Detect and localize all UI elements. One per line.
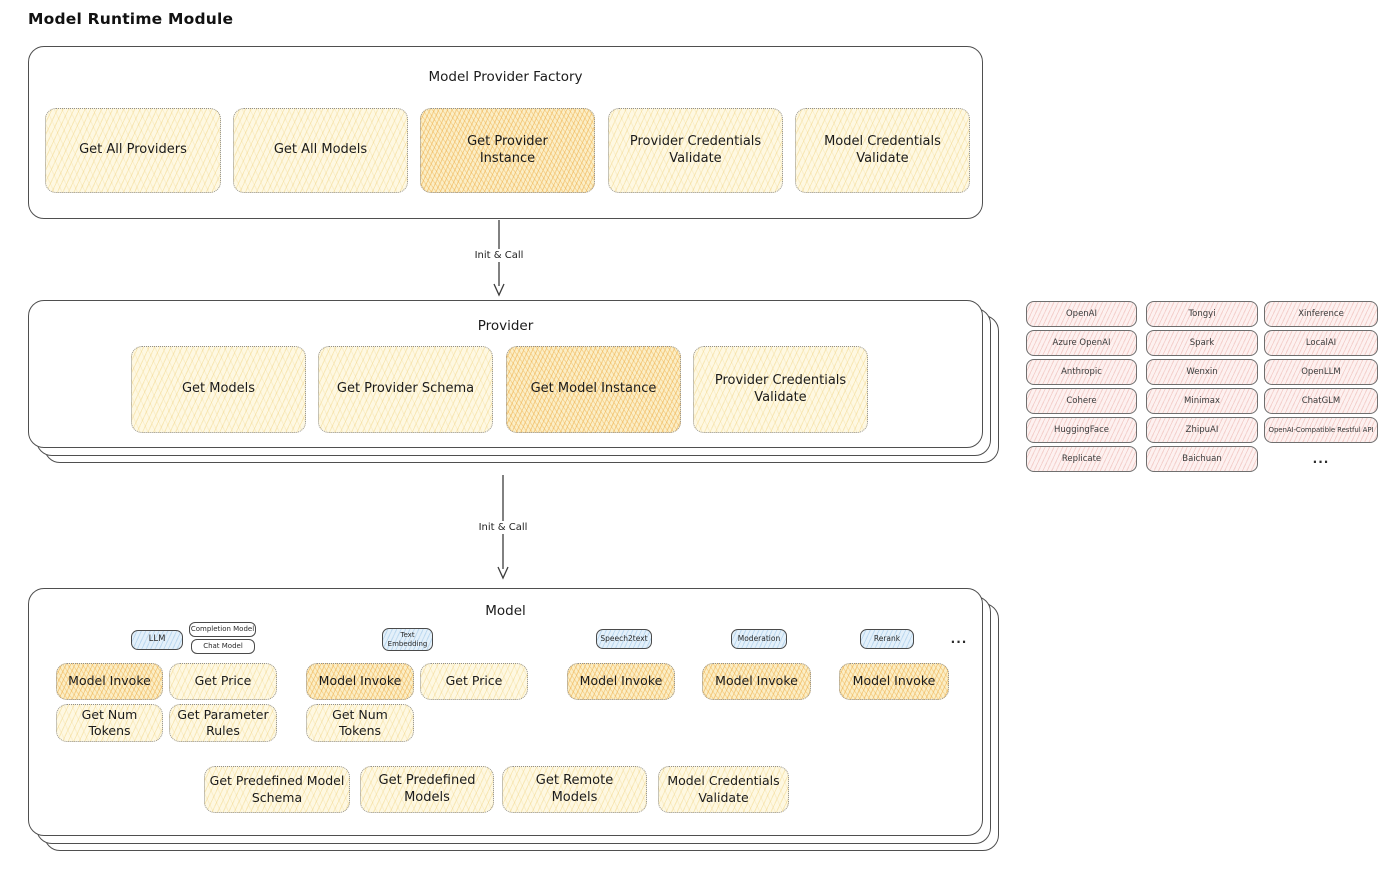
provider-pill-huggingface: HuggingFace xyxy=(1026,417,1137,443)
provider-pill-anthropic: Anthropic xyxy=(1026,359,1137,385)
llm-fn-get-num-tokens: Get Num Tokens xyxy=(56,704,163,742)
provider-pill-baichuan: Baichuan xyxy=(1146,446,1258,472)
provider-pill-minimax: Minimax xyxy=(1146,388,1258,414)
provider-pill-localai: LocalAI xyxy=(1264,330,1378,356)
factory-card-title: Model Provider Factory xyxy=(428,69,583,85)
tag-chat-model: Chat Model xyxy=(191,639,255,654)
llm-fn-get-price: Get Price xyxy=(169,663,277,700)
moderation-fn-model-invoke: Model Invoke xyxy=(702,663,811,700)
factory-fn-provider-credentials-validate: Provider Credentials Validate xyxy=(608,108,783,193)
factory-fn-get-provider-instance: Get Provider Instance xyxy=(420,108,595,193)
factory-card: Model Provider Factory Get All Providers… xyxy=(28,46,983,219)
provider-pill-openllm: OpenLLM xyxy=(1264,359,1378,385)
provider-pill-azure-openai: Azure OpenAI xyxy=(1026,330,1137,356)
provider-grid-ellipsis: ... xyxy=(1312,452,1330,466)
provider-fn-get-models: Get Models xyxy=(131,346,306,433)
provider-card: Provider Get Models Get Provider Schema … xyxy=(28,300,983,448)
provider-pill-xinference: Xinference xyxy=(1264,301,1378,327)
tag-rerank: Rerank xyxy=(860,629,914,649)
model-fn-get-remote-models: Get Remote Models xyxy=(502,766,647,813)
llm-fn-model-invoke: Model Invoke xyxy=(56,663,163,700)
model-fn-model-credentials-validate: Model Credentials Validate xyxy=(658,766,789,813)
tag-speech2text: Speech2text xyxy=(596,629,652,649)
factory-fn-get-all-models: Get All Models xyxy=(233,108,408,193)
factory-fn-model-credentials-validate: Model Credentials Validate xyxy=(795,108,970,193)
text-embedding-fn-get-price: Get Price xyxy=(420,663,528,700)
provider-pill-wenxin: Wenxin xyxy=(1146,359,1258,385)
speech2text-fn-model-invoke: Model Invoke xyxy=(567,663,675,700)
provider-fn-provider-credentials-validate: Provider Credentials Validate xyxy=(693,346,868,433)
llm-fn-get-parameter-rules: Get Parameter Rules xyxy=(169,704,277,742)
provider-fn-get-provider-schema: Get Provider Schema xyxy=(318,346,493,433)
rerank-fn-model-invoke: Model Invoke xyxy=(839,663,949,700)
text-embedding-fn-get-num-tokens: Get Num Tokens xyxy=(306,704,414,742)
provider-pill-chatglm: ChatGLM xyxy=(1264,388,1378,414)
model-card-title: Model xyxy=(485,603,526,619)
factory-fn-get-all-providers: Get All Providers xyxy=(45,108,221,193)
provider-pill-cohere: Cohere xyxy=(1026,388,1137,414)
model-fn-get-predefined-model-schema: Get Predefined Model Schema xyxy=(204,766,350,813)
provider-pill-zhipuai: ZhipuAI xyxy=(1146,417,1258,443)
tag-text-embedding: Text Embedding xyxy=(382,628,433,651)
tag-moderation: Moderation xyxy=(731,629,787,649)
provider-pill-openai-compatible-restful-api: OpenAI-Compatible Restful API xyxy=(1264,417,1378,443)
page-title: Model Runtime Module xyxy=(28,10,234,28)
provider-card-title: Provider xyxy=(477,318,534,334)
model-fn-get-predefined-models: Get Predefined Models xyxy=(360,766,494,813)
tag-completion-model: Completion Model xyxy=(189,622,256,637)
arrow-label-init-call-bottom: Init & Call xyxy=(459,521,547,534)
arrow-label-init-call-top: Init & Call xyxy=(455,249,543,262)
text-embedding-fn-model-invoke: Model Invoke xyxy=(306,663,414,700)
provider-pill-openai: OpenAI xyxy=(1026,301,1137,327)
provider-pill-tongyi: Tongyi xyxy=(1146,301,1258,327)
tag-llm: LLM xyxy=(131,630,183,650)
model-card: Model LLM Completion Model Chat Model Te… xyxy=(28,588,983,836)
provider-fn-get-model-instance: Get Model Instance xyxy=(506,346,681,433)
provider-pill-replicate: Replicate xyxy=(1026,446,1137,472)
model-tags-ellipsis: ... xyxy=(950,632,968,646)
provider-pill-spark: Spark xyxy=(1146,330,1258,356)
